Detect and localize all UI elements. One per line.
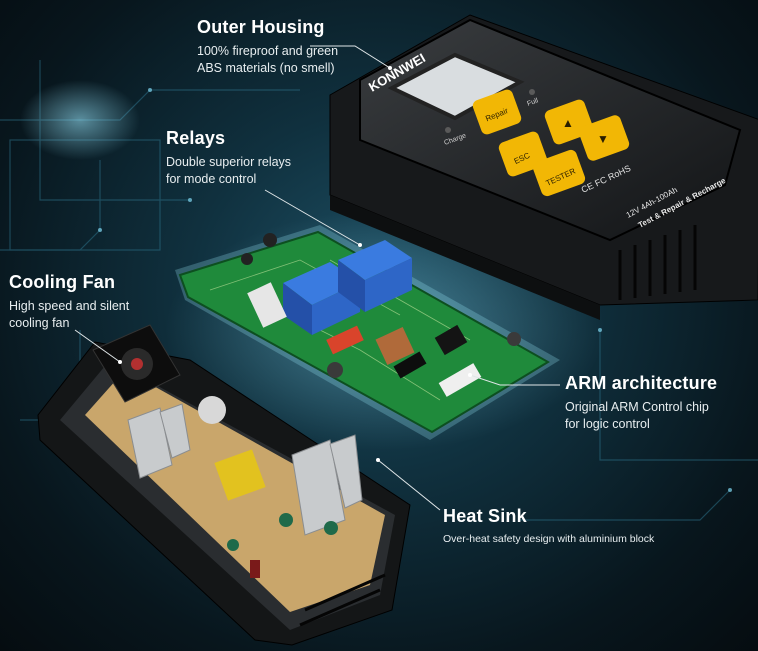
- callout-title: Relays: [166, 128, 226, 148]
- repair-button[interactable]: Repair: [471, 88, 523, 136]
- callout-description: 100% fireproof and green ABS materials (…: [197, 44, 339, 75]
- full-label: Full: [526, 97, 539, 108]
- heat-sink-2: [291, 434, 363, 536]
- charge-led-icon: [445, 127, 451, 133]
- callout-description: Original ARM Control chip for logic cont…: [565, 400, 709, 431]
- callout-title: Cooling Fan: [9, 272, 116, 292]
- callout-arm-architecture: ARM architecture Original ARM Control ch…: [565, 372, 717, 433]
- callout-description: Double superior relays for mode control: [166, 155, 292, 186]
- cooling-fan-icon: [92, 324, 181, 403]
- svg-text:▲: ▲: [562, 116, 574, 130]
- heat-sink-1: [127, 403, 191, 479]
- callout-outer-housing: Outer Housing 100% fireproof and green A…: [197, 16, 338, 77]
- white-connector: [247, 282, 287, 328]
- full-led-icon: [529, 89, 535, 95]
- arm-chip: [434, 324, 468, 356]
- transformer: [214, 449, 266, 501]
- callout-title: Outer Housing: [197, 17, 325, 37]
- callout-relays: Relays Double superior relays for mode c…: [166, 127, 291, 188]
- lcd-screen: [387, 52, 525, 121]
- callout-title: ARM architecture: [565, 373, 718, 393]
- callout-description: Over-heat safety design with aluminium b…: [443, 533, 655, 545]
- callout-cooling-fan: Cooling Fan High speed and silent coolin…: [9, 271, 129, 332]
- relay-2: [338, 240, 412, 312]
- callout-title: Heat Sink: [443, 506, 527, 526]
- large-capacitor: [198, 396, 226, 424]
- down-button[interactable]: ▼: [577, 114, 631, 163]
- svg-text:▼: ▼: [597, 132, 609, 146]
- callout-heat-sink: Heat Sink Over-heat safety design with a…: [443, 505, 654, 546]
- tester-button[interactable]: TESTER: [531, 148, 587, 198]
- callout-description: High speed and silent cooling fan: [9, 299, 130, 330]
- red-capacitor: [326, 325, 364, 355]
- white-header: [438, 363, 482, 397]
